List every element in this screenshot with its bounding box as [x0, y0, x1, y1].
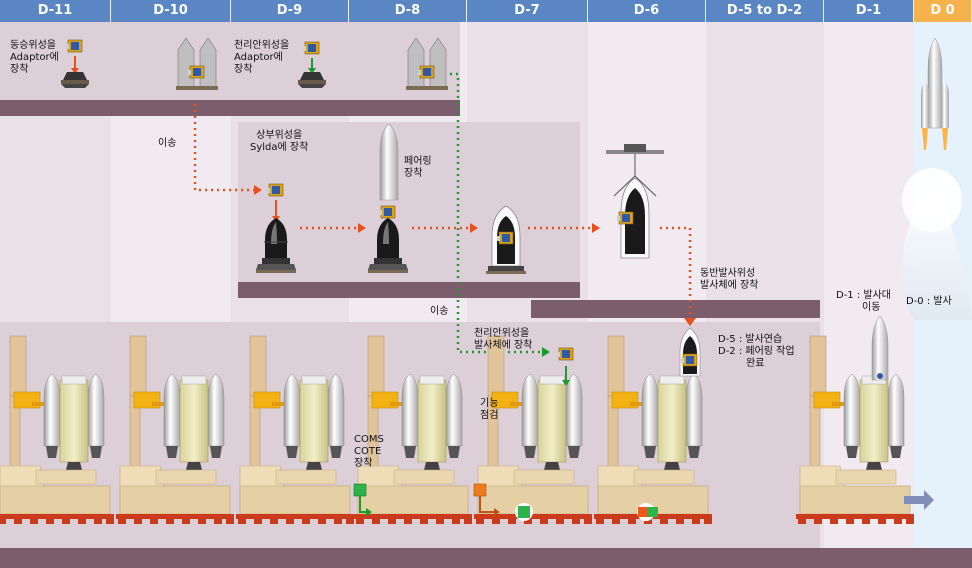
- band-middle: [238, 282, 580, 298]
- day-header-d5-d2: D-5 to D-2: [706, 0, 824, 22]
- sylda-container: [406, 37, 448, 90]
- note-transfer-2: 이송: [430, 306, 449, 317]
- crane-lift: [606, 144, 664, 259]
- day-header-d11: D-11: [0, 0, 111, 22]
- day-header-d9: D-9: [231, 0, 349, 22]
- encapsulation-panel: [238, 122, 580, 282]
- band-top: [0, 100, 460, 116]
- note-transfer-1: 이송: [158, 138, 177, 149]
- launch-rocket: [902, 37, 972, 320]
- day-header-d0: D 0: [914, 0, 972, 22]
- band-bottom: [0, 548, 972, 568]
- day-header-d10: D-10: [111, 0, 231, 22]
- day-header-d8: D-8: [349, 0, 467, 22]
- day-header-d1: D-1: [824, 0, 914, 22]
- note-launch: D-0 : 발사: [906, 296, 952, 307]
- sylda-container: [176, 37, 218, 90]
- band-middle-right: [531, 300, 820, 318]
- day-header-d6: D-6: [588, 0, 706, 22]
- day-header-d7: D-7: [467, 0, 588, 22]
